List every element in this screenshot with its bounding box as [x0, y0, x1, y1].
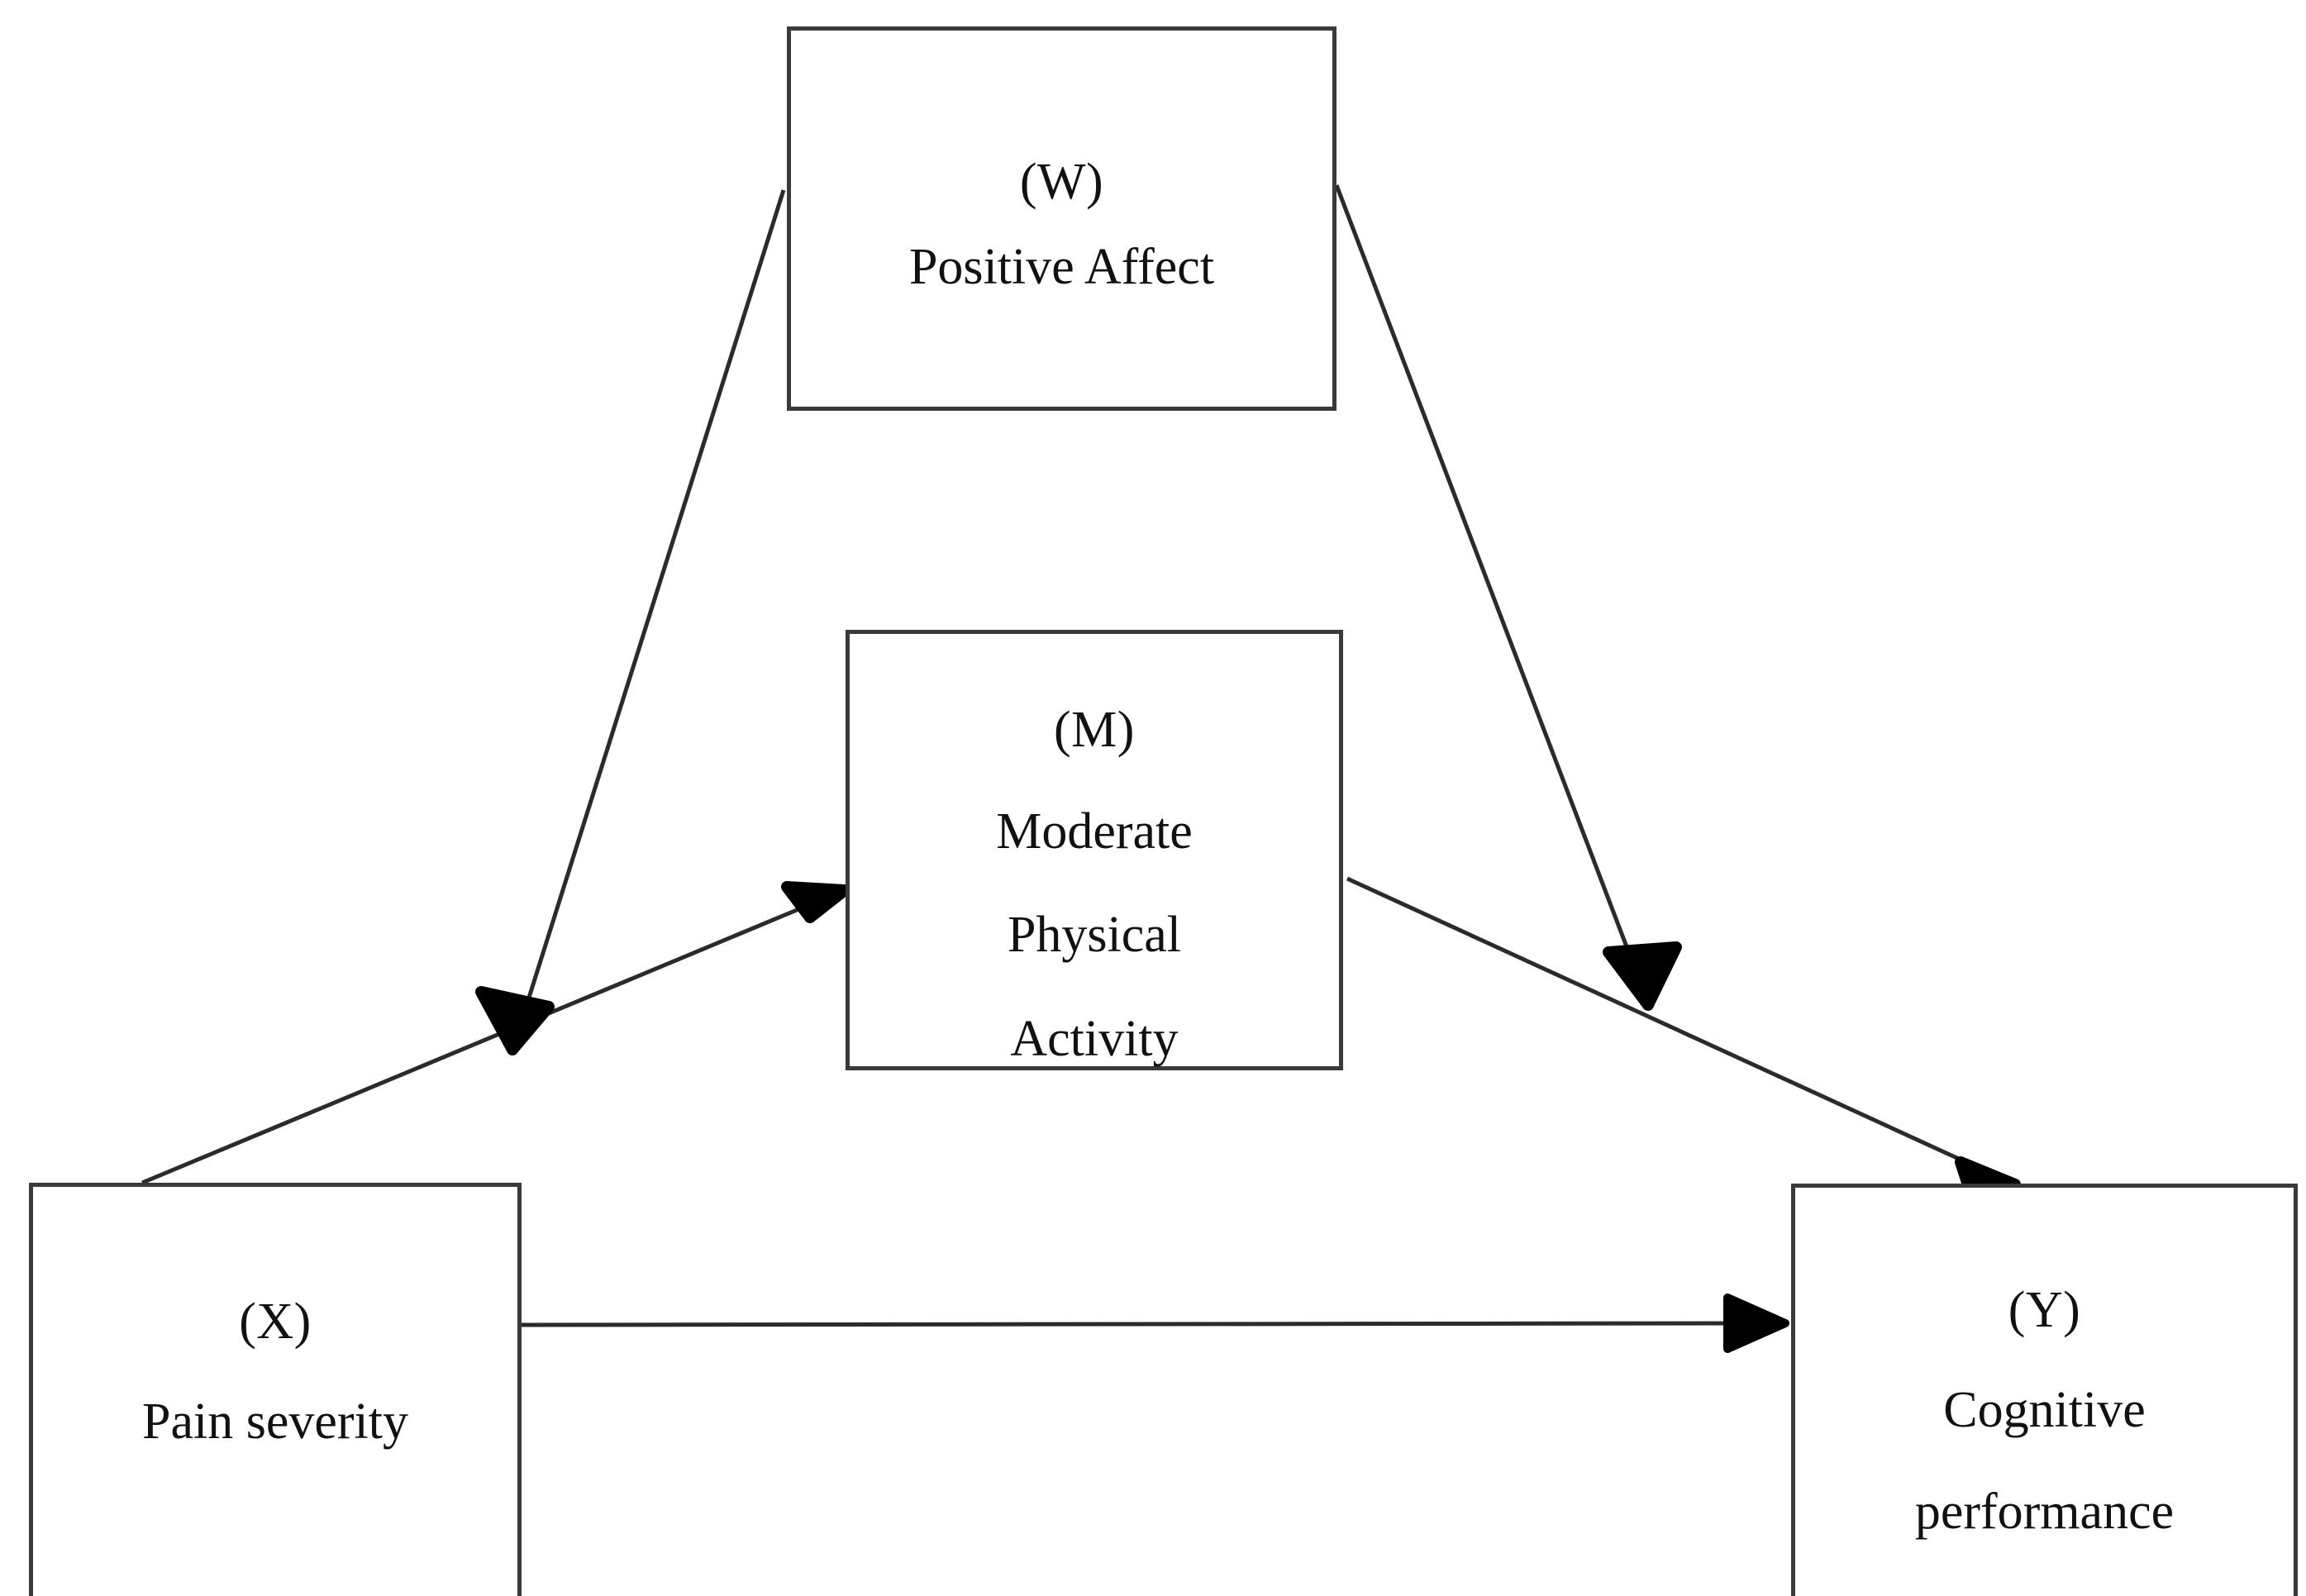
node-code-w: (W): [1019, 154, 1104, 210]
node-code-x: (X): [239, 1293, 312, 1350]
edge-x-to-m: [141, 881, 850, 1185]
node-code-m: (M): [1054, 702, 1135, 758]
arrowhead-w-to-m-to-y-path: [1603, 941, 1682, 1011]
node-box-x[interactable]: (X) Pain severity: [29, 1183, 522, 1596]
node-label-m-line-3: Activity: [1010, 1010, 1179, 1067]
edge-w-moderates-m-to-y: [1334, 184, 1682, 1011]
arrowhead-x-to-m: [781, 881, 850, 923]
arrowhead-w-to-x-to-m-path: [475, 986, 555, 1055]
node-label-m-line-2: Physical: [1007, 907, 1182, 964]
node-label-w-line-1: Positive Affect: [908, 238, 1215, 295]
node-label-y-line-1: Cognitive: [1943, 1381, 2146, 1438]
edge-x-to-y: [521, 1293, 1789, 1353]
node-box-w[interactable]: (W) Positive Affect: [787, 26, 1336, 411]
node-label-y-line-2: performance: [1914, 1484, 2175, 1541]
arrowhead-x-to-y: [1723, 1293, 1789, 1353]
node-label-m-line-1: Moderate: [996, 803, 1193, 860]
edge-w-moderates-x-to-m: [475, 189, 786, 1055]
node-label-x-line-1: Pain severity: [142, 1393, 408, 1450]
node-box-y[interactable]: (Y) Cognitive performance: [1791, 1184, 2298, 1596]
edge-m-to-y: [1346, 876, 2021, 1203]
node-code-y: (Y): [2008, 1282, 2081, 1338]
node-box-m[interactable]: (M) Moderate Physical Activity: [846, 630, 1343, 1070]
